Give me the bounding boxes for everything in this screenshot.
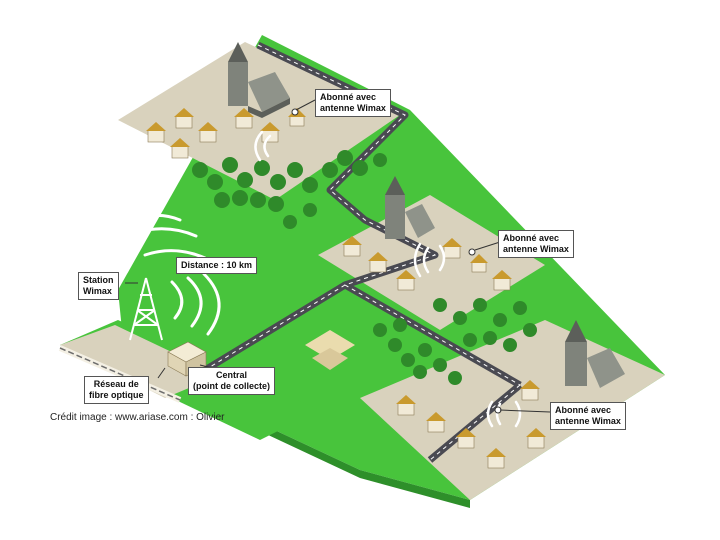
label-subscriber-top: Abonné avec antenne Wimax (315, 89, 391, 117)
label-fiber-network: Réseau de fibre optique (84, 376, 149, 404)
label-subscriber-middle: Abonné avec antenne Wimax (498, 230, 574, 258)
label-distance: Distance : 10 km (176, 257, 257, 274)
image-credit: Crédit image : www.ariase.com : Olivier (50, 412, 225, 423)
label-central: Central (point de collecte) (188, 367, 275, 395)
label-subscriber-bottom: Abonné avec antenne Wimax (550, 402, 626, 430)
label-station: Station Wimax (78, 272, 119, 300)
